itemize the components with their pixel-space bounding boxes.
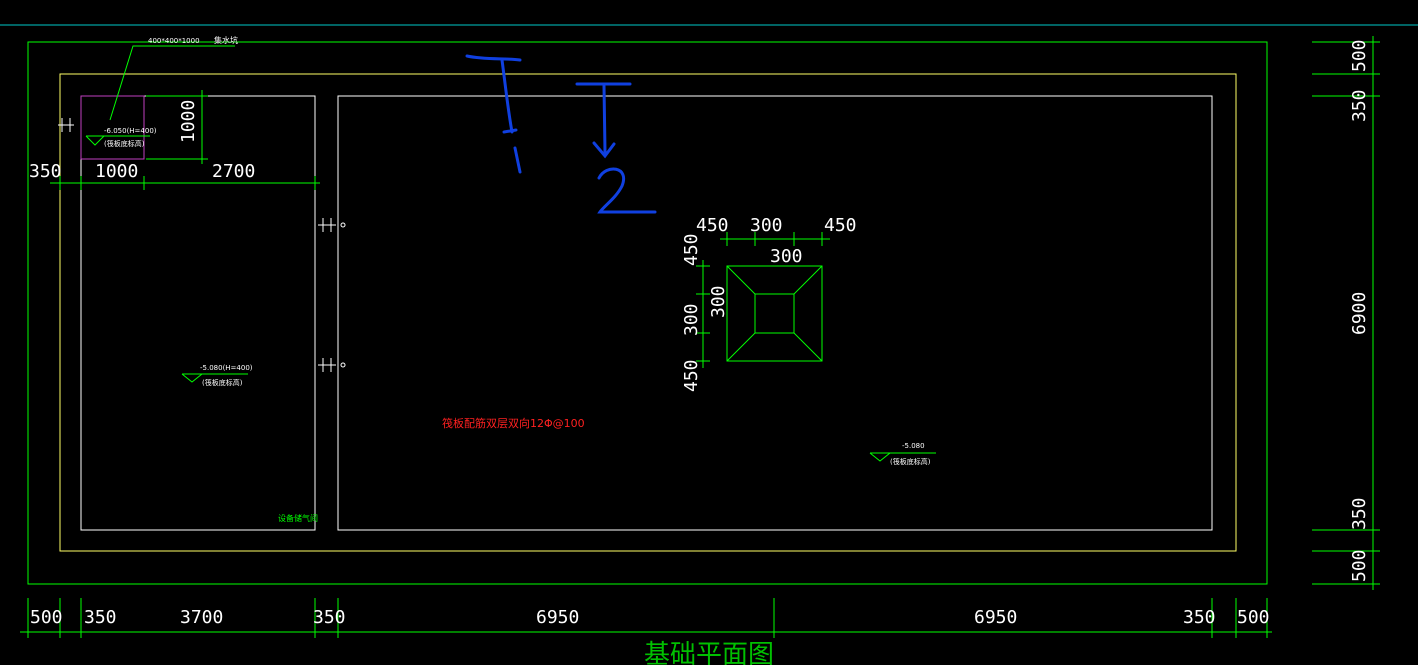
bottom-dimension-chain (20, 598, 1272, 638)
bottom-dimension-labels: 500 350 3700 350 6950 6950 350 500 (30, 607, 1270, 628)
section-marks (465, 54, 657, 214)
sump-spec: 400*400*1000 (148, 37, 200, 45)
pit-dim-top-450a: 450 (696, 215, 729, 236)
elev-left-note: (筏板底标高) (202, 378, 243, 387)
elev-right: -5.080 (902, 442, 925, 450)
right-room (337, 95, 1213, 531)
left-room-dim-labels: 350 1000 2700 1000 (29, 100, 255, 182)
dim-bottom-2: 3700 (180, 607, 223, 628)
pit-dimensions (696, 232, 830, 368)
left-room-label: 设备储气间 (278, 513, 318, 523)
pit-dim-left-450a: 450 (681, 233, 702, 266)
elev-left: -5.080(H=400) (200, 364, 253, 372)
dim-bottom-1: 350 (84, 607, 117, 628)
outer-boundary (27, 41, 1268, 585)
dim-bottom-3: 350 (313, 607, 346, 628)
pit-dim-left-450b: 450 (681, 359, 702, 392)
pit-dim-top-300b: 300 (770, 246, 803, 267)
right-dimension-labels: 500 350 6900 350 500 (1349, 39, 1370, 582)
sump-label: 集水坑 (214, 35, 238, 45)
elevation-symbols (85, 135, 936, 462)
dim-bottom-0: 500 (30, 607, 63, 628)
dim-350-left: 350 (29, 161, 62, 182)
right-dimension-chain (1312, 36, 1380, 590)
wall-opening-marks (58, 118, 346, 372)
rebar-note: 筏板配筋双层双向12Φ@100 (442, 416, 585, 430)
elev-sump: -6.050(H=400) (104, 127, 157, 135)
foundation-pit (726, 265, 823, 362)
elev-right-note: (筏板底标高) (890, 457, 931, 466)
sump-leader (109, 45, 235, 121)
dim-1000-vertical: 1000 (178, 100, 199, 143)
dim-1000-horizontal: 1000 (95, 161, 138, 182)
pit-dim-left-300b: 300 (681, 303, 702, 336)
dim-right-4: 500 (1349, 549, 1370, 582)
dim-bottom-4: 6950 (536, 607, 579, 628)
pit-dim-top-450b: 450 (824, 215, 857, 236)
pit-dim-top-300: 300 (750, 215, 783, 236)
dim-bottom-6: 350 (1183, 607, 1216, 628)
elev-sump-note: (筏板底标高) (104, 139, 145, 148)
wall-outline (59, 73, 1237, 552)
left-room-dimensions (50, 90, 320, 190)
dim-bottom-7: 500 (1237, 607, 1270, 628)
pit-dim-labels: 450 300 450 300 450 300 300 450 (681, 215, 857, 392)
sump-pit (80, 95, 145, 160)
dim-bottom-5: 6950 (974, 607, 1017, 628)
pit-dim-left-300: 300 (708, 285, 729, 318)
dim-right-3: 350 (1349, 497, 1370, 530)
dim-right-0: 500 (1349, 39, 1370, 72)
dim-right-2: 6900 (1349, 292, 1370, 335)
dim-right-1: 350 (1349, 89, 1370, 122)
drawing-title: 基础平面图 (644, 640, 774, 665)
dim-2700: 2700 (212, 161, 255, 182)
